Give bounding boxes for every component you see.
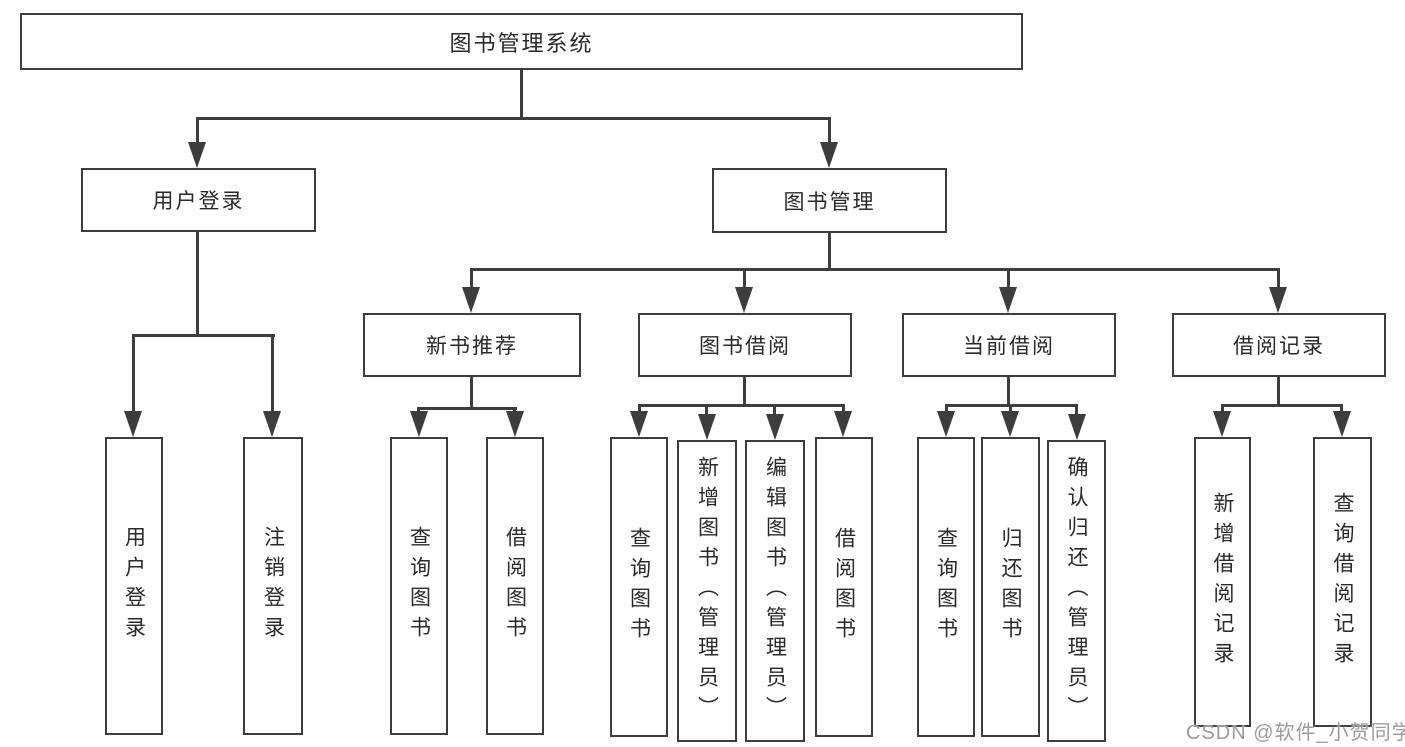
arrowhead-down-icon bbox=[462, 287, 480, 313]
connector-line bbox=[743, 377, 746, 406]
connector-line bbox=[132, 334, 135, 412]
leaf-borrow-books: 借阅图书 bbox=[815, 437, 873, 737]
connector-line bbox=[1277, 268, 1280, 290]
leaf-query-books-current: 查询图书 bbox=[917, 437, 975, 737]
arrowhead-down-icon bbox=[188, 142, 206, 168]
node-current-borrow: 当前借阅 bbox=[902, 313, 1116, 377]
leaf-add-books-admin: 新增图书（管理员） bbox=[677, 440, 737, 742]
node-user-login: 用户登录 bbox=[81, 168, 316, 232]
connector-line bbox=[945, 404, 948, 412]
connector-line bbox=[1221, 404, 1343, 407]
connector-line bbox=[1221, 404, 1224, 412]
arrowhead-down-icon bbox=[1001, 411, 1019, 437]
arrowhead-down-icon bbox=[1068, 414, 1086, 440]
leaf-logout: 注销登录 bbox=[243, 437, 303, 735]
connector-line bbox=[842, 404, 845, 412]
connector-line bbox=[470, 268, 473, 290]
connector-line bbox=[828, 232, 831, 270]
connector-line bbox=[705, 404, 708, 415]
node-borrow-records: 借阅记录 bbox=[1172, 313, 1386, 377]
node-root: 图书管理系统 bbox=[20, 13, 1023, 70]
leaf-query-borrow-record: 查询借阅记录 bbox=[1313, 437, 1372, 727]
connector-line bbox=[743, 268, 746, 290]
arrowhead-down-icon bbox=[999, 287, 1017, 313]
node-book-management: 图书管理 bbox=[712, 168, 947, 233]
connector-line bbox=[773, 404, 776, 415]
node-new-book-recommend: 新书推荐 bbox=[363, 313, 581, 377]
leaf-confirm-return-admin: 确认归还（管理员） bbox=[1047, 440, 1106, 742]
connector-line bbox=[196, 117, 199, 145]
node-book-borrow: 图书借阅 bbox=[638, 313, 852, 377]
connector-line bbox=[470, 377, 473, 409]
connector-line bbox=[1007, 268, 1010, 290]
arrowhead-down-icon bbox=[766, 414, 784, 440]
connector-line bbox=[1007, 377, 1010, 406]
connector-line bbox=[271, 334, 274, 412]
connector-line bbox=[638, 404, 641, 412]
arrowhead-down-icon bbox=[1269, 287, 1287, 313]
leaf-query-books-recommend: 查询图书 bbox=[390, 437, 448, 735]
connector-line bbox=[132, 334, 275, 337]
watermark: CSDN @软件_小贺同学 bbox=[1186, 722, 1405, 744]
leaf-add-borrow-record: 新增借阅记录 bbox=[1194, 437, 1251, 727]
leaf-borrow-books-recommend: 借阅图书 bbox=[486, 437, 544, 735]
arrowhead-down-icon bbox=[263, 411, 281, 437]
connector-line bbox=[1075, 404, 1078, 415]
arrowhead-down-icon bbox=[834, 411, 852, 437]
connector-line bbox=[197, 117, 831, 120]
arrowhead-down-icon bbox=[1333, 411, 1351, 437]
connector-line bbox=[470, 268, 1280, 271]
connector-line bbox=[196, 231, 199, 336]
leaf-edit-books-admin: 编辑图书（管理员） bbox=[745, 440, 805, 742]
leaf-query-books-borrow: 查询图书 bbox=[610, 437, 668, 737]
connector-line bbox=[638, 404, 845, 407]
connector-line bbox=[1340, 404, 1343, 412]
leaf-user-login: 用户登录 bbox=[105, 437, 163, 735]
arrowhead-down-icon bbox=[937, 411, 955, 437]
arrowhead-down-icon bbox=[506, 411, 524, 437]
arrowhead-down-icon bbox=[820, 142, 838, 168]
connector-line bbox=[828, 117, 831, 145]
arrowhead-down-icon bbox=[630, 411, 648, 437]
leaf-return-books: 归还图书 bbox=[981, 437, 1040, 737]
arrowhead-down-icon bbox=[698, 414, 716, 440]
arrowhead-down-icon bbox=[410, 411, 428, 437]
arrowhead-down-icon bbox=[124, 411, 142, 437]
arrowhead-down-icon bbox=[735, 287, 753, 313]
connector-line bbox=[520, 70, 523, 118]
arrowhead-down-icon bbox=[1213, 411, 1231, 437]
connector-line bbox=[418, 407, 517, 410]
connector-line bbox=[1009, 404, 1012, 412]
connector-line bbox=[1277, 377, 1280, 406]
